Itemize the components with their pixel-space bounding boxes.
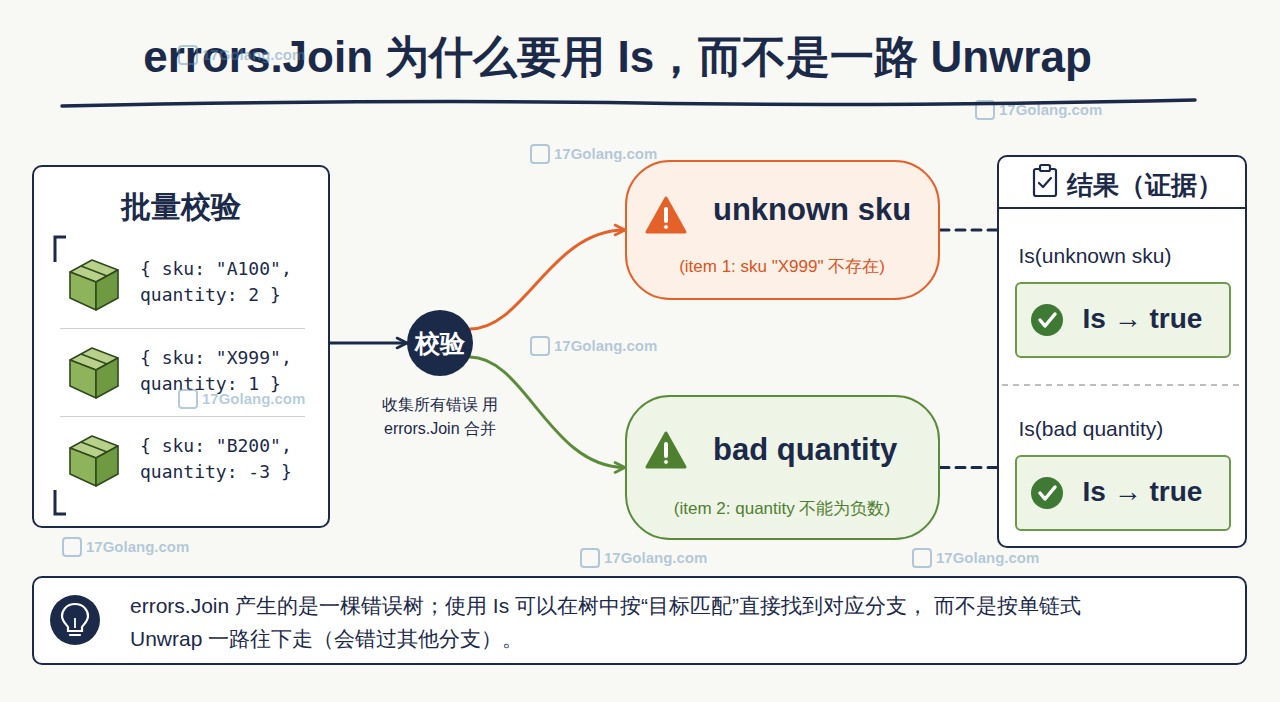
node-text: { sku: "X999", quantity: 1 } [140,345,305,397]
node-text: bad quantity [713,432,897,468]
node-subtext: Is → true [1083,303,1203,335]
node-text: { sku: "B200", quantity: -3 } [140,433,305,485]
node-text: errors.Join 产生的是一棵错误树；使用 Is 可以在树中按“目标匹配”… [130,590,1090,655]
dashed-connector [940,466,997,469]
node-text: 结果（证据） [1067,168,1223,203]
watermark: 17Golang.com [530,337,657,354]
group-box: 批量校验 { sku: "A100", quantity: 2 } { sku: "… [32,165,330,528]
result-box: Is(unknown sku)Is → true [1015,282,1231,358]
watermark: 17Golang.com [62,538,189,555]
item-row: { sku: "A100", quantity: 2 } [60,240,305,328]
node-text: 批量校验 [34,187,328,228]
watermark: 17Golang.com [912,549,1039,566]
error-box: bad quantity (item 2: quantity 不能为负数) [625,395,940,540]
watermark: 17Golang.com [178,390,305,407]
result-box: Is(bad quantity)Is → true [1015,455,1231,531]
node-subtext: (item 1: sku "X999" 不存在) [627,255,937,278]
process-circle: 校验 [407,310,473,376]
dashed-connector [940,229,997,232]
error-box: unknown sku (item 1: sku "X999" 不存在) [625,160,940,300]
node-text: { sku: "A100", quantity: 2 } [140,256,305,308]
node-text: Is(bad quantity) [1019,417,1164,441]
node-subtext: (item 2: quantity 不能为负数) [627,497,937,520]
node-text: 校验 [415,327,465,360]
watermark: 17Golang.com [580,549,707,566]
node-text: Is(unknown sku) [1019,244,1172,268]
item-row: { sku: "B200", quantity: -3 } [60,416,305,504]
arrow-connector [470,230,625,329]
arrow-connector [330,342,407,345]
node-text: unknown sku [713,192,911,228]
node-subtext: Is → true [1083,476,1203,508]
watermark: 17Golang.com [975,101,1102,118]
watermark: 17Golang.com [530,145,657,162]
watermark: 17Golang.com [178,46,305,63]
note-label: 收集所有错误 用 errors.Join 合并 [350,393,530,441]
result-panel: 结果（证据）Is(unknown sku)Is → trueIs(bad qua… [997,155,1247,548]
diagram-title: errors.Join 为什么要用 Is，而不是一路 Unwrap [0,28,1235,87]
note-box: errors.Join 产生的是一棵错误树；使用 Is 可以在树中按“目标匹配”… [32,576,1247,665]
